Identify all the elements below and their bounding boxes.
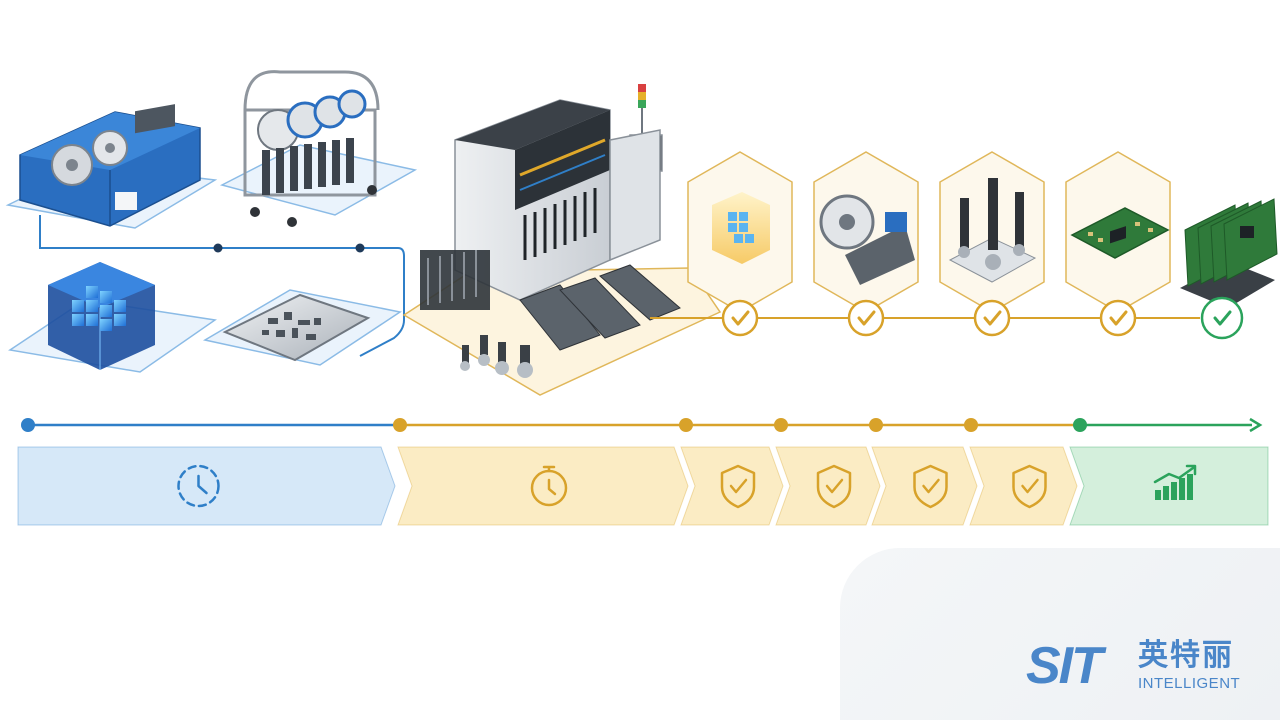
material-cube-illustration (48, 262, 155, 370)
check-badge-feeder (847, 299, 885, 337)
checkmark-icon (731, 310, 750, 326)
connector-node (213, 243, 223, 253)
phase-chevron-prep (17, 446, 396, 526)
timeline-node (393, 418, 407, 432)
check-badge-board (1099, 299, 1137, 337)
phase-chevron-changeover (397, 446, 689, 526)
brand-name-en: INTELLIGENT (1138, 675, 1241, 692)
timeline-arrowhead (1249, 417, 1263, 433)
timeline-node (964, 418, 978, 432)
shield-check-icon (913, 464, 948, 509)
shield-check-icon (816, 464, 852, 509)
checkmark-icon (1109, 310, 1128, 326)
feeders-and-nozzles-illustration (460, 264, 681, 378)
timeline-node (1073, 418, 1087, 432)
shield-check-icon (720, 464, 756, 509)
feeder-trolley-illustration (243, 70, 380, 227)
pcb-stack-output-illustration (1180, 198, 1278, 308)
prep-connector (39, 215, 405, 357)
timeline-node (869, 418, 883, 432)
pick-and-place-machine-illustration (420, 84, 663, 310)
check-badge-nozzle (973, 299, 1011, 337)
stencil-illustration (222, 293, 371, 362)
growth-chart-icon (1153, 464, 1197, 500)
clock-dashed-icon (177, 464, 220, 508)
material-check-hexagon (687, 151, 793, 313)
board-check-hexagon (1065, 151, 1171, 313)
brand-logo: SIT 英特丽 INTELLIGENT (1026, 636, 1256, 696)
timeline (21, 417, 1263, 433)
phase-chevrons (17, 446, 1269, 526)
check-badge-output (1200, 296, 1244, 340)
connector-node (355, 243, 365, 253)
checkmark-icon (857, 310, 876, 326)
feeder-check-hexagon (813, 151, 919, 313)
stopwatch-icon (530, 465, 568, 507)
corner-panel (840, 548, 1280, 720)
brand-mark: SIT (1026, 637, 1103, 695)
checkmark-icon (1213, 310, 1232, 326)
checkpoint-badges (721, 296, 1244, 340)
check-badge-material (721, 299, 759, 337)
nozzle-check-hexagon (939, 151, 1045, 313)
timeline-node (774, 418, 788, 432)
phase-icons (177, 464, 1197, 509)
component-bin-illustration (19, 104, 201, 227)
timeline-node (679, 418, 693, 432)
shield-check-icon (1012, 464, 1047, 509)
brand-name-cn: 英特丽 (1138, 638, 1234, 673)
verification-stations (687, 151, 1171, 313)
timeline-node (21, 418, 35, 432)
checkmark-icon (983, 310, 1002, 326)
